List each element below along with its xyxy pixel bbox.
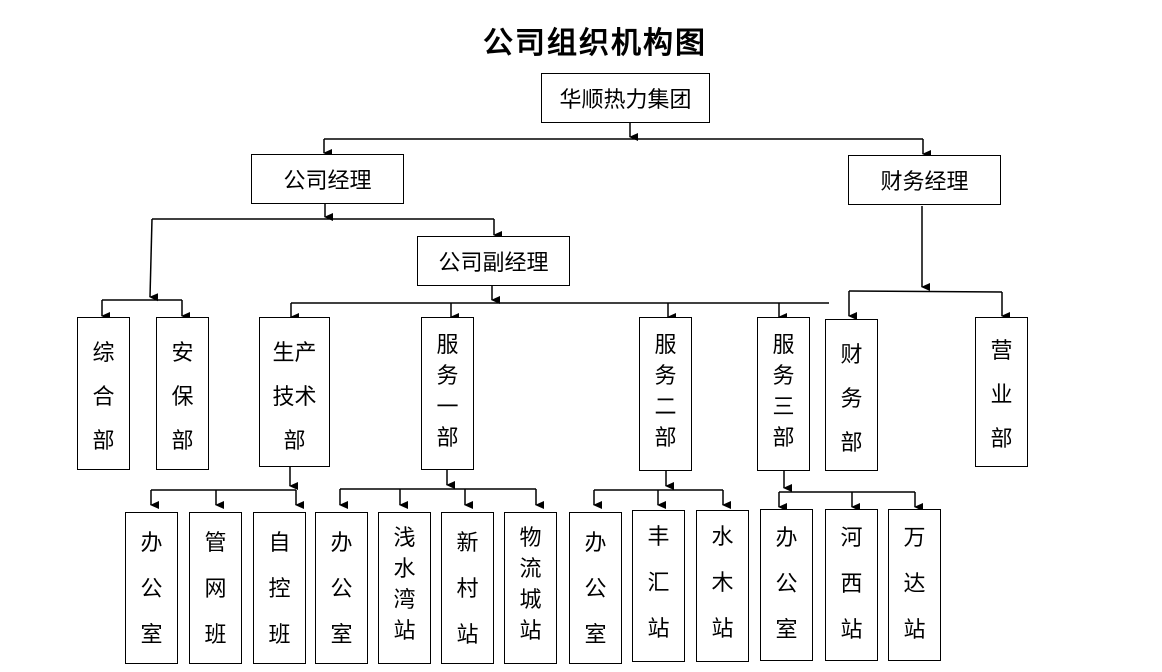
char: 部	[990, 427, 1013, 452]
char: 二	[654, 395, 677, 420]
char: 保	[171, 385, 194, 410]
node-dept-business: 营 业 部	[975, 317, 1028, 467]
char: 木	[711, 571, 734, 596]
char: 水	[393, 557, 416, 582]
char: 站	[903, 618, 926, 643]
char: 公	[584, 577, 607, 602]
char: 室	[330, 623, 353, 648]
char: 综	[92, 341, 115, 366]
char: 室	[140, 623, 163, 648]
char: 部	[92, 429, 115, 454]
char: 站	[519, 619, 542, 644]
char: 一	[436, 395, 459, 420]
char: 网	[204, 577, 227, 602]
char: 业	[990, 383, 1013, 408]
char: 丰	[647, 525, 670, 550]
char: 部	[840, 431, 863, 456]
node-s1-office: 办 公 室	[315, 512, 368, 664]
node-s1-wuliucheng: 物 流 城 站	[504, 512, 557, 664]
char: 部	[654, 426, 677, 451]
char: 财	[840, 343, 863, 368]
node-deputy-manager: 公司副经理	[417, 236, 570, 286]
node-dept-general: 综 合 部	[77, 317, 130, 470]
char: 技术	[272, 385, 317, 410]
node-dept-service2: 服 务 二 部	[639, 317, 692, 471]
char: 务	[436, 364, 459, 389]
node-prod-pipe-team: 管 网 班	[189, 512, 242, 664]
char: 站	[840, 618, 863, 643]
char: 办	[140, 531, 163, 556]
char: 浅	[393, 526, 416, 551]
node-root-label: 华顺热力集团	[559, 88, 692, 113]
node-s1-xincun: 新 村 站	[441, 512, 494, 664]
char: 务	[654, 364, 677, 389]
char: 务	[840, 387, 863, 412]
char: 控	[268, 577, 291, 602]
char: 流	[519, 557, 542, 582]
char: 管	[204, 531, 227, 556]
node-dept-production: 生产 技术 部	[259, 317, 330, 467]
char: 部	[283, 429, 306, 454]
char: 达	[903, 572, 926, 597]
node-company-manager: 公司经理	[251, 154, 404, 204]
char: 站	[393, 619, 416, 644]
char: 办	[330, 531, 353, 556]
node-dept-finance: 财 务 部	[825, 319, 878, 471]
node-root: 华顺热力集团	[541, 73, 710, 123]
node-deputy-manager-label: 公司副经理	[438, 251, 549, 276]
char: 部	[171, 429, 194, 454]
char: 营	[990, 339, 1013, 364]
char: 站	[456, 623, 479, 648]
char: 城	[519, 588, 542, 613]
char: 西	[840, 572, 863, 597]
char: 班	[204, 623, 227, 648]
chart-title: 公司组织机构图	[483, 26, 707, 61]
char: 服	[772, 333, 795, 358]
node-s2-fenghui: 丰 汇 站	[632, 510, 685, 662]
char: 新	[456, 531, 479, 556]
node-company-manager-label: 公司经理	[283, 169, 372, 194]
char: 万	[903, 526, 926, 551]
node-s3-hexi: 河 西 站	[825, 509, 878, 661]
char: 河	[840, 526, 863, 551]
node-s3-wanda: 万 达 站	[888, 509, 941, 661]
char: 生产	[272, 341, 317, 366]
node-s1-qianshuiwan: 浅 水 湾 站	[378, 512, 431, 664]
char: 办	[584, 531, 607, 556]
char: 三	[772, 395, 795, 420]
node-prod-control-team: 自 控 班	[253, 512, 306, 664]
char: 务	[772, 364, 795, 389]
char: 站	[711, 617, 734, 642]
char: 水	[711, 525, 734, 550]
char: 安	[171, 341, 194, 366]
node-s2-office: 办 公 室	[569, 512, 622, 664]
node-finance-manager-label: 财务经理	[880, 170, 969, 195]
node-dept-service3: 服 务 三 部	[757, 317, 810, 471]
char: 汇	[647, 571, 670, 596]
node-s3-office: 办 公 室	[760, 509, 813, 661]
char: 物	[519, 526, 542, 551]
char: 合	[92, 385, 115, 410]
char: 部	[436, 426, 459, 451]
char: 公	[330, 577, 353, 602]
char: 办	[775, 526, 798, 551]
char: 室	[584, 623, 607, 648]
char: 站	[647, 617, 670, 642]
char: 公	[775, 572, 798, 597]
node-dept-security: 安 保 部	[156, 317, 209, 470]
char: 室	[775, 618, 798, 643]
char: 湾	[393, 588, 416, 613]
node-prod-office: 办 公 室	[125, 512, 178, 664]
node-finance-manager: 财务经理	[848, 155, 1001, 205]
char: 服	[436, 333, 459, 358]
char: 村	[456, 577, 479, 602]
char: 公	[140, 577, 163, 602]
char: 自	[268, 531, 291, 556]
char: 部	[772, 426, 795, 451]
char: 服	[654, 333, 677, 358]
char: 班	[268, 623, 291, 648]
node-dept-service1: 服 务 一 部	[421, 317, 474, 470]
node-s2-shuimu: 水 木 站	[696, 510, 749, 662]
